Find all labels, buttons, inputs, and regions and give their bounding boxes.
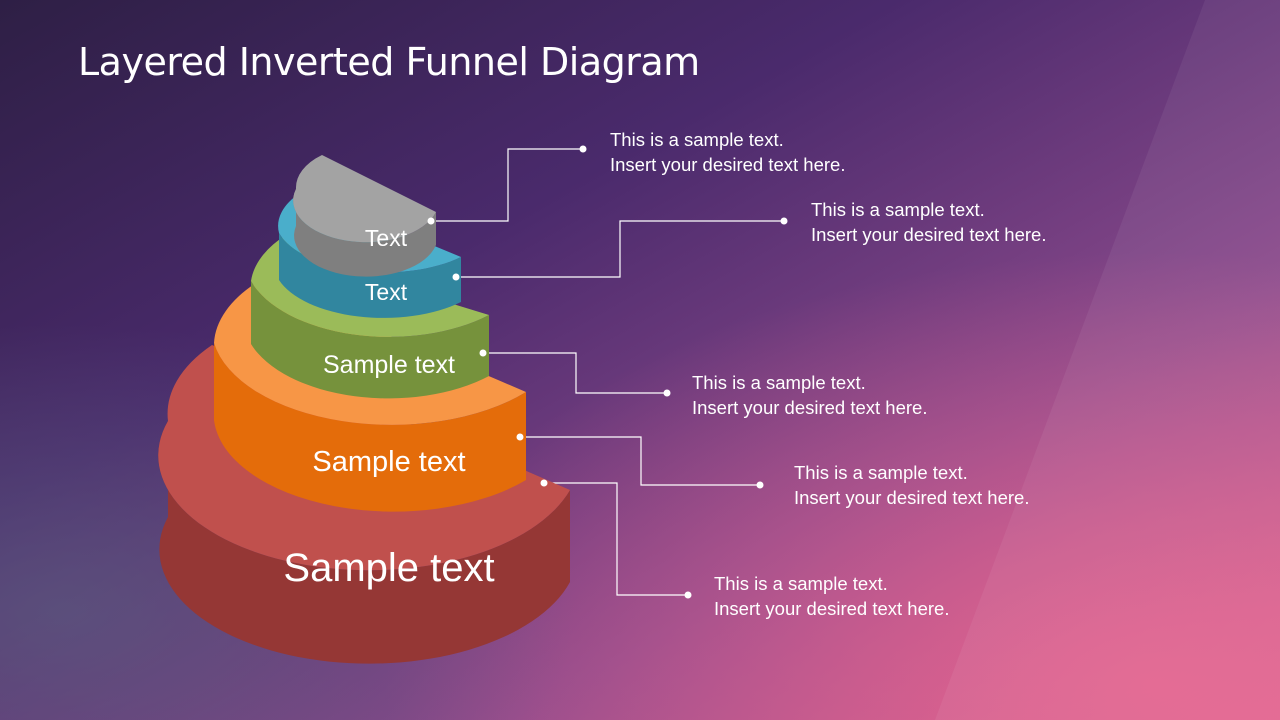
callout-2-line1: This is a sample text.	[811, 199, 985, 220]
connector-dot	[663, 389, 671, 397]
callout-1: This is a sample text. Insert your desir…	[610, 127, 845, 177]
callout-4-line2: Insert your desired text here.	[794, 487, 1030, 508]
connector-dot	[479, 349, 487, 357]
callout-4: This is a sample text. Insert your desir…	[794, 460, 1029, 510]
connector-dot	[540, 479, 548, 487]
connector-2	[456, 220, 784, 278]
callout-1-line2: Insert your desired text here.	[610, 154, 846, 175]
connector-5	[544, 482, 688, 596]
connector-dot	[579, 145, 587, 153]
callout-5-line1: This is a sample text.	[714, 573, 888, 594]
slide-title: Layered Inverted Funnel Diagram	[78, 40, 700, 84]
callout-4-line1: This is a sample text.	[794, 462, 968, 483]
light-streak	[935, 0, 1280, 720]
callout-3-line1: This is a sample text.	[692, 372, 866, 393]
connector-dot	[684, 591, 692, 599]
layer-1: Text	[293, 155, 436, 277]
callout-2: This is a sample text. Insert your desir…	[811, 197, 1046, 247]
layer-1-label: Text	[365, 225, 408, 251]
connector-4	[520, 436, 760, 486]
layer-2-label: Text	[365, 279, 408, 305]
callout-3: This is a sample text. Insert your desir…	[692, 370, 927, 420]
layer-5-label: Sample text	[283, 546, 494, 590]
layer-4-label: Sample text	[312, 446, 465, 478]
connector-dot	[427, 217, 435, 225]
callout-1-line1: This is a sample text.	[610, 129, 784, 150]
callout-2-line2: Insert your desired text here.	[811, 224, 1047, 245]
connector-dots	[427, 145, 788, 599]
connector-dot	[516, 433, 524, 441]
connector-dot	[756, 481, 764, 489]
connector-dot	[452, 273, 460, 281]
layer-3-label: Sample text	[323, 351, 455, 379]
connector-dot	[780, 217, 788, 225]
callout-5-line2: Insert your desired text here.	[714, 598, 950, 619]
connector-1	[431, 148, 583, 222]
callout-5: This is a sample text. Insert your desir…	[714, 571, 949, 621]
connector-3	[483, 352, 667, 394]
connectors	[431, 148, 784, 596]
callout-3-line2: Insert your desired text here.	[692, 397, 928, 418]
